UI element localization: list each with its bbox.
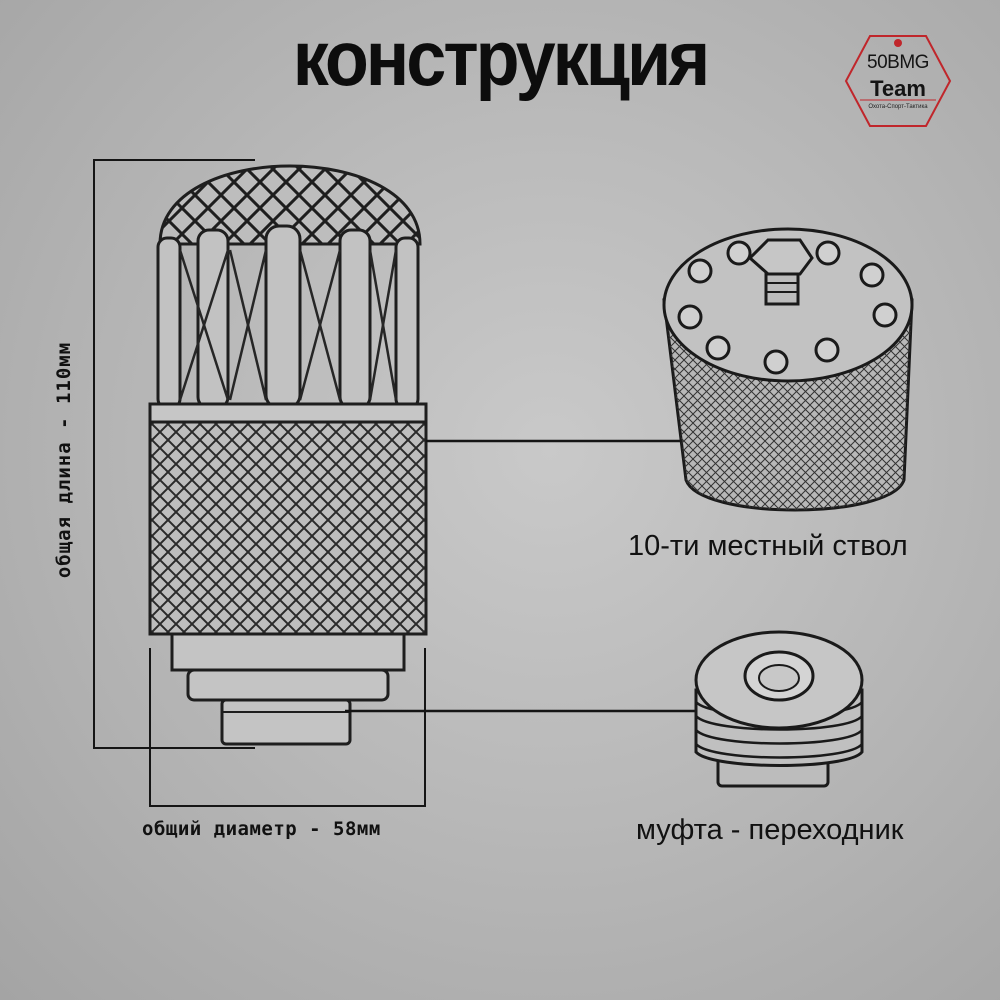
team-logo: 50BMG Team Охота-Спорт-Тактика [842, 32, 954, 130]
logo-line-1: 50BMG [867, 52, 929, 73]
adapter-label: муфта - переходник [636, 814, 904, 846]
barrel-label: 10-ти местный ствол [628, 530, 908, 562]
page-title: конструкция [292, 15, 711, 103]
dimension-lines [93, 159, 426, 807]
barrel-illustration [662, 227, 914, 512]
length-label: общая длина - 110мм [53, 341, 75, 579]
adapter-illustration [694, 630, 864, 788]
logo-line-2: Team [870, 76, 926, 101]
leader-lines [345, 439, 700, 713]
diameter-label: общий диаметр - 58мм [142, 818, 381, 840]
device-illustration [148, 164, 428, 746]
logo-hexagon-icon [844, 35, 952, 127]
logo-line-3: Охота-Спорт-Тактика [868, 104, 928, 110]
